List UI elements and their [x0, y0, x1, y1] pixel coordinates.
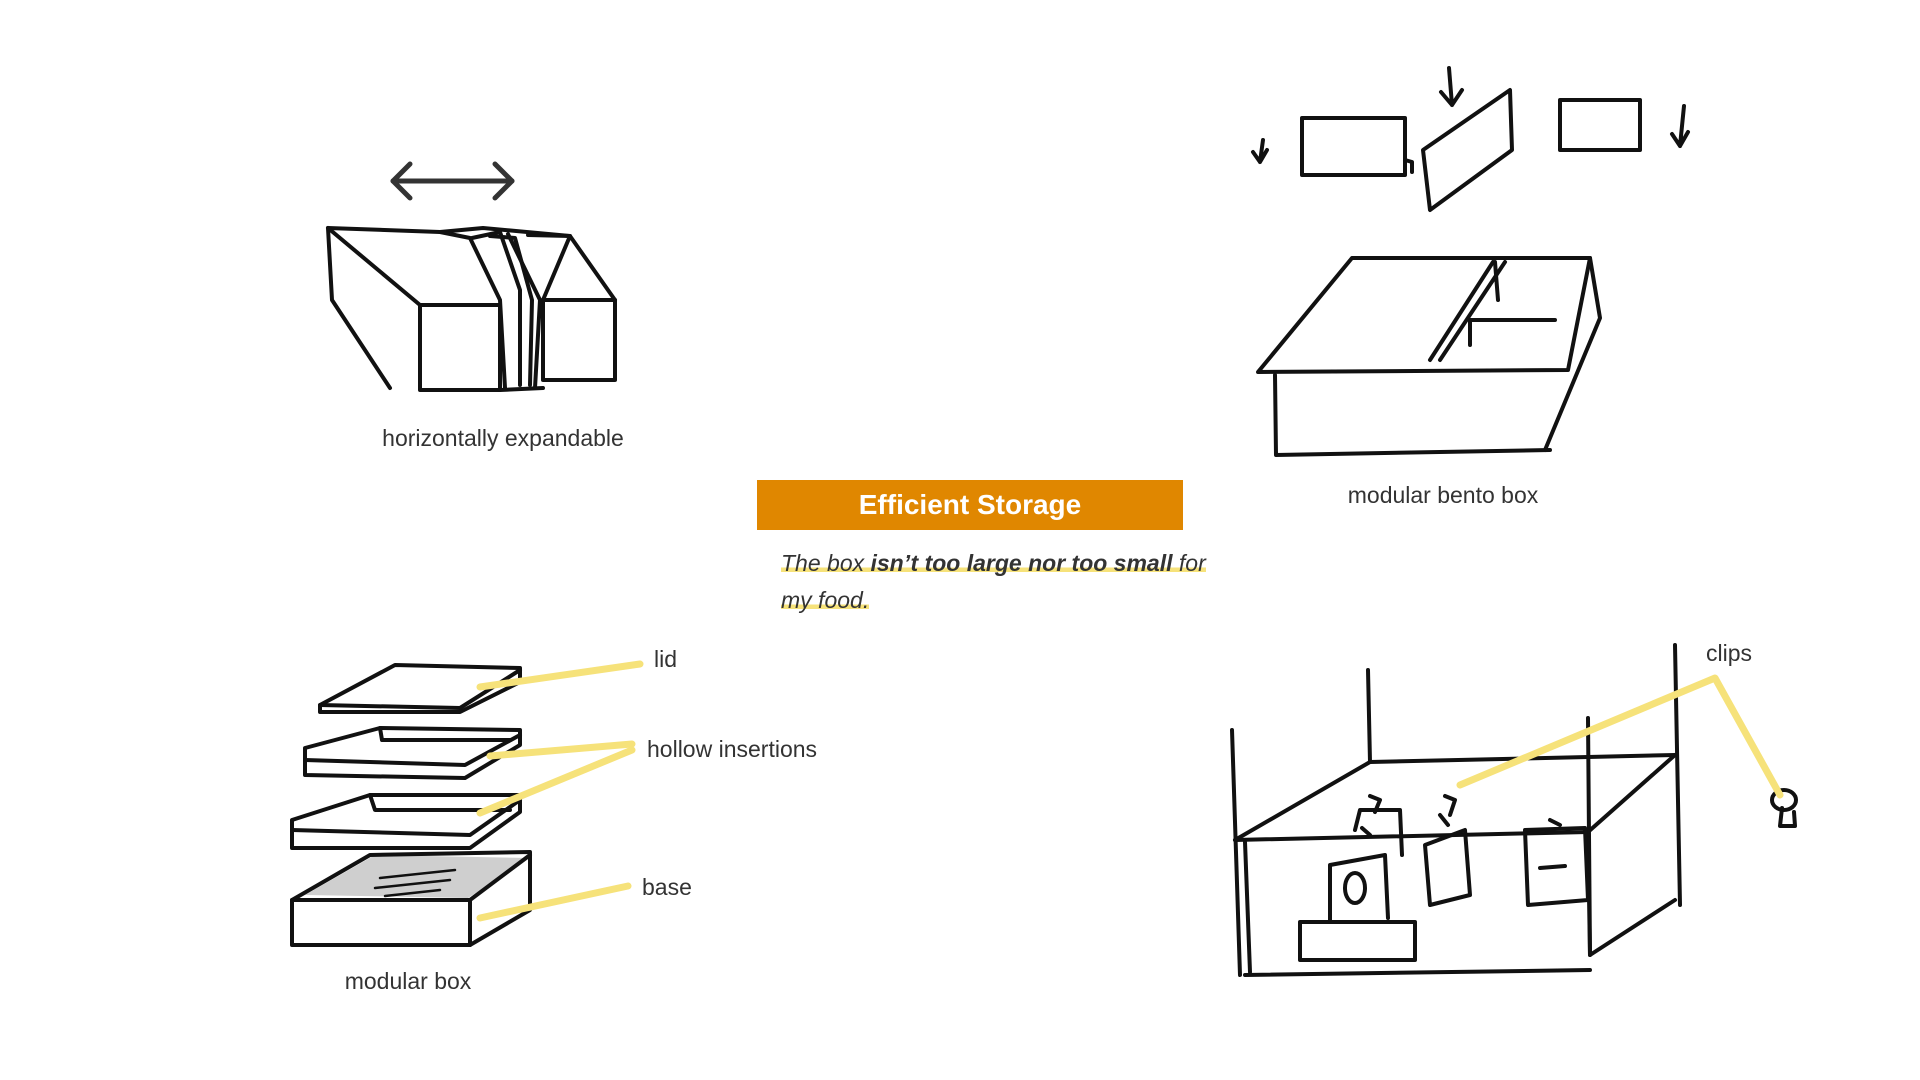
modular-box-sketch [292, 664, 640, 945]
modular-box-label: modular box [345, 968, 472, 995]
double-arrow-icon [393, 164, 512, 198]
part-label-base: base [642, 874, 692, 901]
clip-detail-icon [1772, 790, 1796, 826]
caption-highlight: The box isn’t too large nor too small fo… [781, 550, 1206, 613]
expandable-label: horizontally expandable [382, 425, 624, 452]
clips-container-sketch [1232, 645, 1796, 975]
caption-text: The box isn’t too large nor too small fo… [781, 545, 1211, 619]
part-label-lid: lid [654, 646, 677, 673]
bento-box-sketch [1253, 68, 1688, 455]
clips-label: clips [1706, 640, 1752, 667]
caption-emphasis: isn’t too large nor too small [871, 550, 1173, 576]
expandable-box-sketch [328, 164, 615, 390]
part-label-hollow-insertions: hollow insertions [647, 736, 817, 763]
bento-label: modular bento box [1348, 482, 1539, 509]
page-title: Efficient Storage [757, 480, 1183, 530]
caption-part-1: The box [781, 550, 871, 576]
